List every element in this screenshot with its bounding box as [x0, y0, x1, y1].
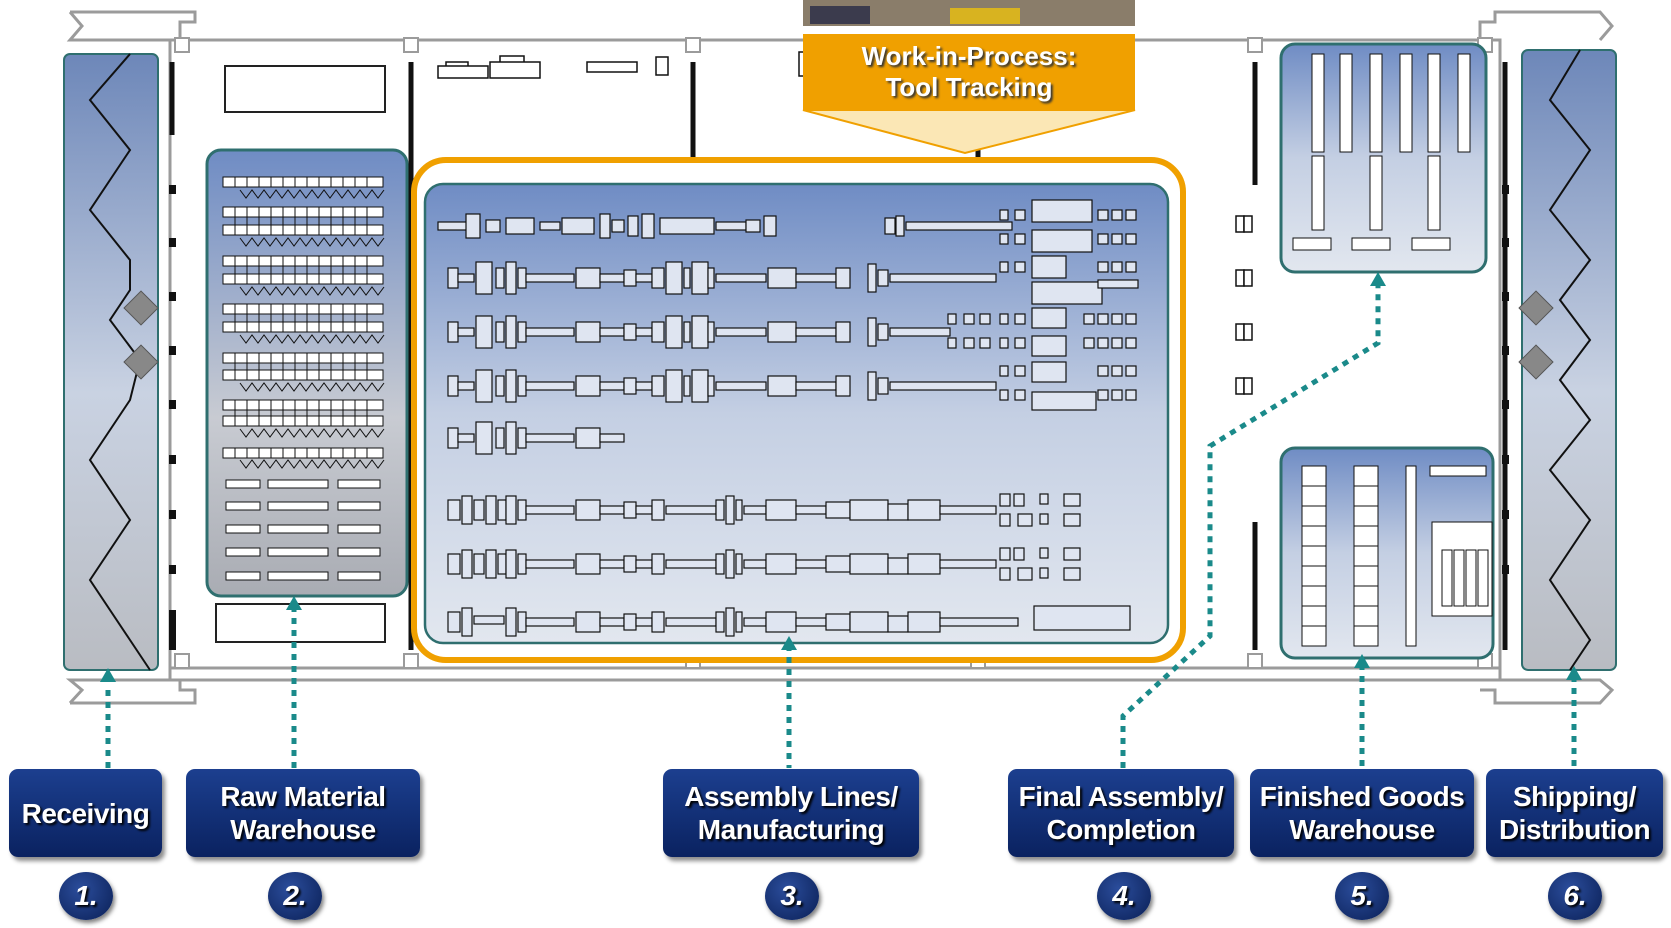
wall-dashes-left — [169, 185, 1509, 650]
step-number: 5. — [1335, 872, 1389, 920]
wip-callout-title: Work-in-Process: Tool Tracking — [861, 41, 1077, 102]
step-number: 1. — [59, 872, 113, 920]
stage-label: Raw Material Warehouse — [220, 781, 386, 845]
wip-callout: Work-in-Process: Tool Tracking — [803, 34, 1135, 110]
shipping-dock — [1518, 49, 1617, 671]
stage-label: Assembly Lines/ Manufacturing — [684, 781, 898, 845]
stage-raw-material-warehouse[interactable]: Raw Material Warehouse — [186, 769, 420, 857]
finished-goods-lower-zone — [1279, 446, 1495, 660]
step-number: 4. — [1097, 872, 1151, 920]
stage-receiving[interactable]: Receiving — [9, 769, 162, 857]
office-fixtures — [437, 51, 812, 79]
stage-assembly-lines[interactable]: Assembly Lines/ Manufacturing — [663, 769, 919, 857]
stage-label: Final Assembly/ Completion — [1018, 781, 1224, 845]
stage-label: Finished Goods Warehouse — [1259, 781, 1465, 845]
stage-shipping-distribution[interactable]: Shipping/ Distribution — [1486, 769, 1663, 857]
assembly-zone — [411, 157, 1186, 663]
step-number: 6. — [1548, 872, 1602, 920]
step-number: 3. — [765, 872, 819, 920]
stage-label: Receiving — [21, 797, 150, 829]
final-assembly-fixtures — [1235, 215, 1253, 395]
rack-rows — [222, 176, 384, 581]
step-number: 2. — [268, 872, 322, 920]
stage-final-assembly[interactable]: Final Assembly/ Completion — [1008, 769, 1234, 857]
stage-label: Shipping/ Distribution — [1498, 781, 1651, 845]
connector-arrowheads — [100, 272, 1582, 682]
rack-dividers — [234, 177, 385, 469]
connectors — [105, 284, 1577, 768]
finished-goods-upper-zone — [1279, 42, 1488, 274]
callout-pointer — [802, 109, 1136, 155]
assembly-line-equipment — [437, 199, 1139, 637]
receiving-dock — [63, 53, 159, 671]
stage-finished-goods-warehouse[interactable]: Finished Goods Warehouse — [1250, 769, 1474, 857]
raw-material-zone — [205, 65, 409, 643]
